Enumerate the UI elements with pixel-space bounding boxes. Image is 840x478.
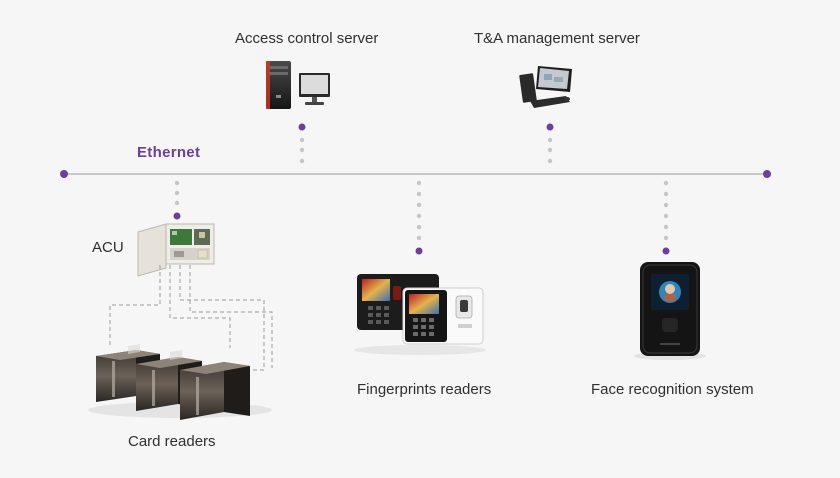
face-recognition-label: Face recognition system [591,381,754,398]
acu-wiring [109,265,273,371]
fingerprint-readers-label: Fingerprints readers [357,381,492,398]
acu-label: ACU [92,239,124,256]
face-connector [662,180,670,255]
ta-server-connector [546,123,554,164]
ethernet-label: Ethernet [137,144,201,161]
access-control-server-label: Access control server [235,30,379,47]
speed-gate-icon [88,344,272,420]
bus-end-left-dot [60,170,68,178]
acu-connector [173,180,181,220]
fingerprint-connector [415,180,423,255]
control-panel-icon [137,223,215,277]
card-readers-label: Card readers [128,433,216,450]
workstation-icon [519,66,572,108]
access-server-connector [298,123,306,164]
ta-management-server-label: T&A management server [474,30,640,47]
monitor-icon [299,73,330,105]
bus-end-right-dot [763,170,771,178]
server-tower-icon [266,61,291,109]
face-terminal-icon [634,262,706,360]
fingerprint-terminal-icon [354,274,486,355]
